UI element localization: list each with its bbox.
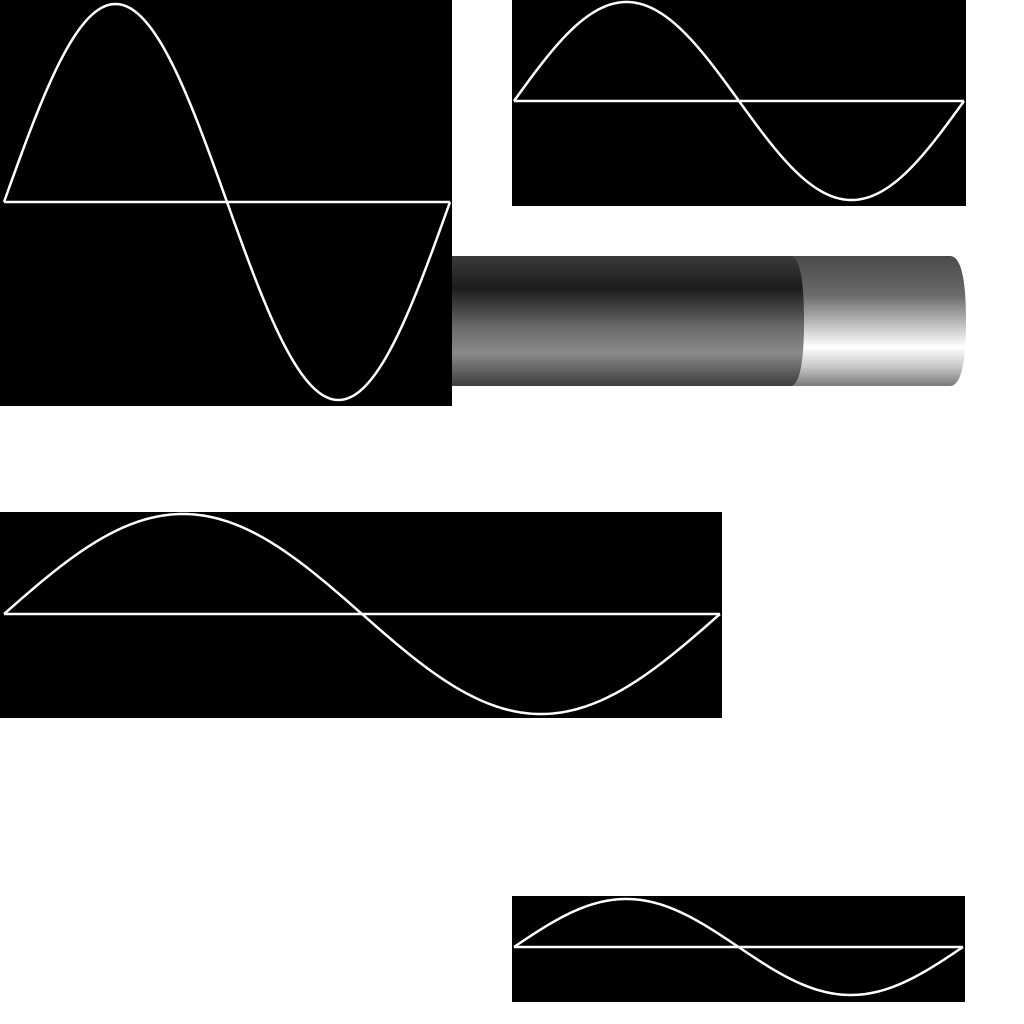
sine-wave-graphic (3, 512, 721, 716)
sine-wave-curve (2, 2, 452, 402)
sine-wave-graphic (512, 0, 966, 202)
cylinder-dark-segment (452, 256, 812, 386)
sine-wave-panel-large (0, 0, 452, 406)
sine-wave-curve (513, 897, 964, 997)
cylinder-tube-svg (452, 256, 966, 386)
sine-wave-graphic (513, 897, 964, 997)
cylinder-light-segment (790, 256, 966, 386)
sine-wave-panel-medium (512, 0, 966, 206)
sine-wave-curve (3, 512, 721, 716)
cylinder-tube-graphic (452, 256, 966, 386)
sine-wave-panel-wide (0, 512, 722, 718)
sine-wave-curve (512, 0, 966, 202)
sine-wave-panel-small (512, 896, 965, 1002)
sine-wave-graphic (2, 2, 452, 402)
